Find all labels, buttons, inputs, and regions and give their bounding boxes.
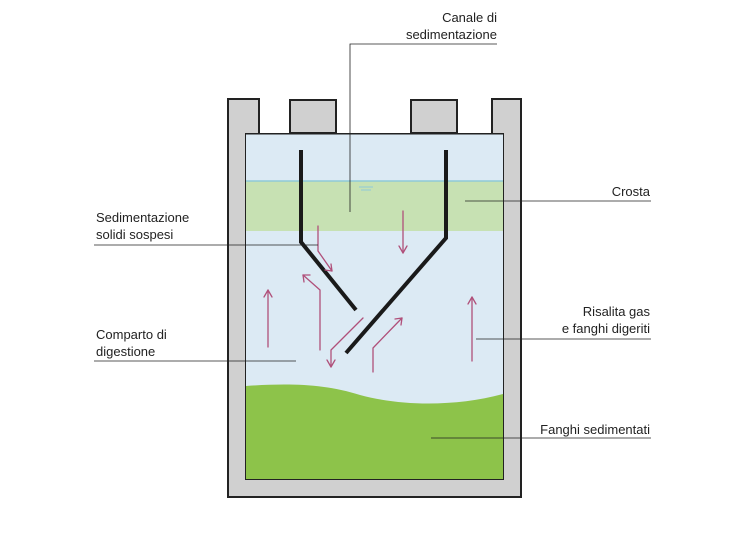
arrow-up-bend-left: [302, 274, 321, 351]
cover-block-left: [289, 99, 337, 134]
arrow-up-left: [263, 289, 273, 348]
label-canale-di-sedimentazione: Canale di sedimentazione: [406, 9, 497, 43]
arrow-up-right: [467, 296, 477, 362]
label-risalita-line1: Risalita gas: [582, 304, 650, 319]
label-fanghi-sedimentati: Fanghi sedimentati: [540, 421, 650, 438]
label-sedimentazione-line2: solidi sospesi: [96, 227, 174, 242]
sludge-layer: [246, 384, 503, 479]
leader-lines: [94, 43, 651, 439]
flow-arrows: [263, 210, 477, 373]
arrow-down-channel: [398, 210, 408, 254]
arrow-slide-down: [326, 317, 364, 368]
arrow-up-bend-right: [372, 317, 403, 373]
label-sedimentazione-solidi-sospesi: Sedimentazione solidi sospesi: [96, 209, 189, 243]
label-sedimentazione-line1: Sedimentazione: [96, 210, 190, 225]
label-crosta: Crosta: [612, 183, 650, 200]
baffle-left: [299, 150, 358, 312]
label-risalita-gas: Risalita gas e fanghi digeriti: [562, 303, 650, 337]
arrow-sedimentation: [317, 225, 333, 272]
label-risalita-line2: e fanghi digeriti: [561, 321, 650, 336]
label-comparto-di-digestione: Comparto di digestione: [96, 326, 167, 360]
cover-block-right: [410, 99, 458, 134]
label-comparto-line2: digestione: [96, 344, 156, 359]
baffle-right: [344, 150, 448, 355]
label-canale-line2: sedimentazione: [405, 27, 497, 42]
leader-canale: [349, 43, 497, 212]
label-crosta-text: Crosta: [611, 184, 650, 199]
label-fanghi-text: Fanghi sedimentati: [540, 422, 650, 437]
label-canale-line1: Canale di: [442, 10, 497, 25]
label-comparto-line1: Comparto di: [96, 327, 167, 342]
water-level-icon: [359, 186, 373, 191]
crust-layer: [246, 181, 503, 231]
